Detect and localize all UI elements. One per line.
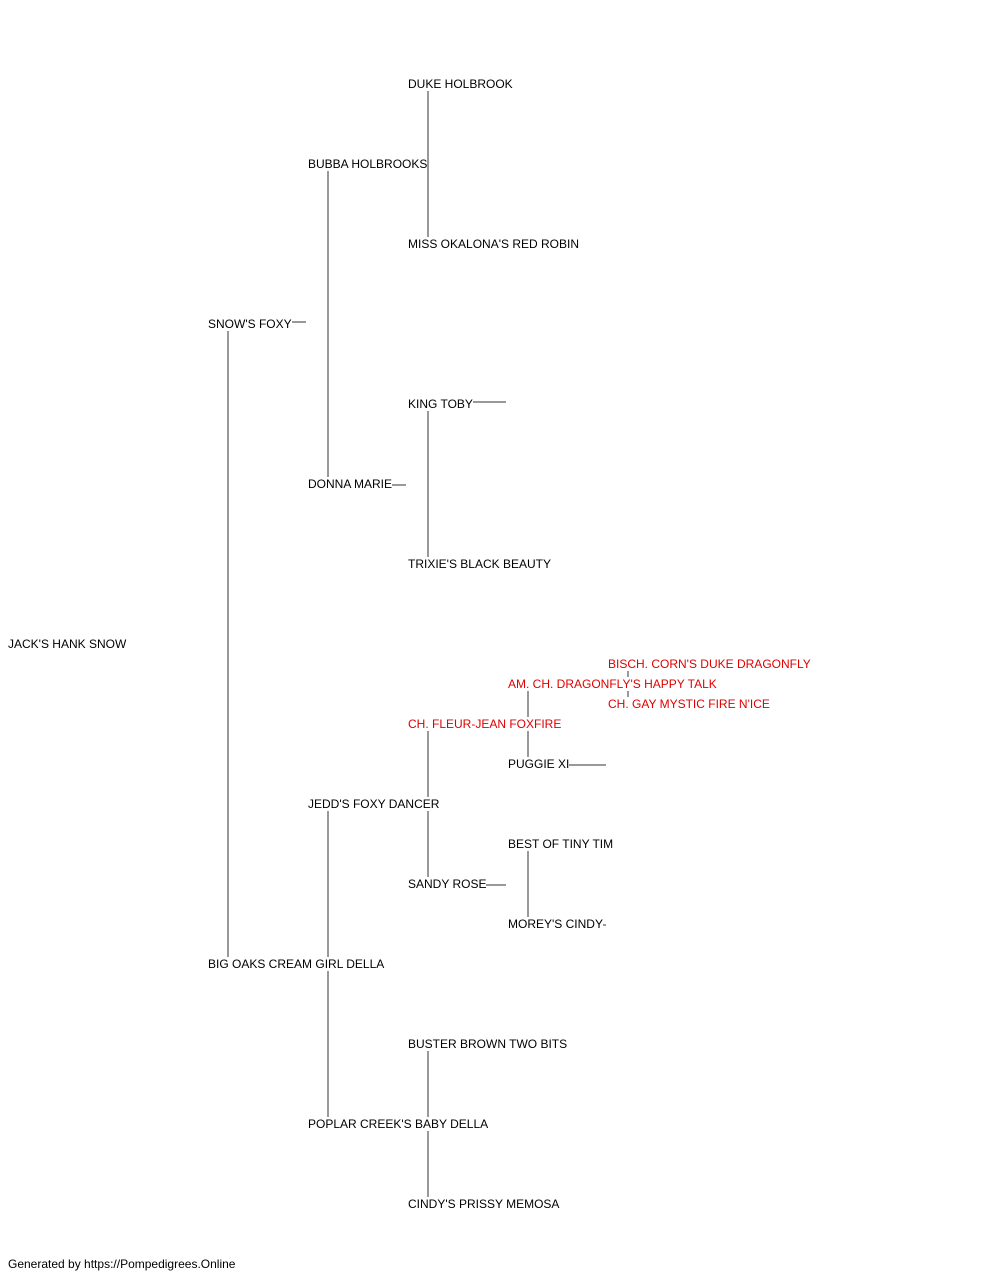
dam-sire-sire-sire-name[interactable]: AM. CH. DRAGONFLY'S HAPPY TALK <box>508 677 717 691</box>
generator-credit: Generated by https://Pompedigrees.Online <box>8 1257 236 1271</box>
sire-sire-dam-name[interactable]: MISS OKALONA'S RED ROBIN <box>408 237 579 251</box>
subject-name[interactable]: JACK'S HANK SNOW <box>8 637 127 651</box>
dam-dam-sire-name[interactable]: BUSTER BROWN TWO BITS <box>408 1037 568 1051</box>
sire-dam-name[interactable]: DONNA MARIE <box>308 477 393 491</box>
dam-sire-dam-sire-name[interactable]: BEST OF TINY TIM <box>508 837 614 851</box>
dam-dam-dam-name[interactable]: CINDY'S PRISSY MEMOSA <box>408 1197 560 1211</box>
dam-sire-sire-sire-sire-name[interactable]: BISCH. CORN'S DUKE DRAGONFLY <box>608 657 811 671</box>
dam-sire-dam-dam-name[interactable]: MOREY'S CINDY <box>508 917 603 931</box>
sire-name[interactable]: SNOW'S FOXY <box>208 317 292 331</box>
dam-dam-name[interactable]: POPLAR CREEK'S BABY DELLA <box>308 1117 489 1131</box>
sire-sire-sire-name[interactable]: DUKE HOLBROOK <box>408 77 513 91</box>
sire-sire-name[interactable]: BUBBA HOLBROOKS <box>308 157 428 171</box>
dam-sire-sire-dam-name[interactable]: PUGGIE XI <box>508 757 570 771</box>
dam-sire-name[interactable]: JEDD'S FOXY DANCER <box>308 797 440 811</box>
dam-name[interactable]: BIG OAKS CREAM GIRL DELLA <box>208 957 385 971</box>
sire-dam-dam-name[interactable]: TRIXIE'S BLACK BEAUTY <box>408 557 551 571</box>
dam-sire-dam-name[interactable]: SANDY ROSE <box>408 877 487 891</box>
dam-sire-sire-sire-dam-name[interactable]: CH. GAY MYSTIC FIRE N'ICE <box>608 697 770 711</box>
dam-sire-sire-name[interactable]: CH. FLEUR-JEAN FOXFIRE <box>408 717 562 731</box>
sire-dam-sire-name[interactable]: KING TOBY <box>408 397 473 411</box>
